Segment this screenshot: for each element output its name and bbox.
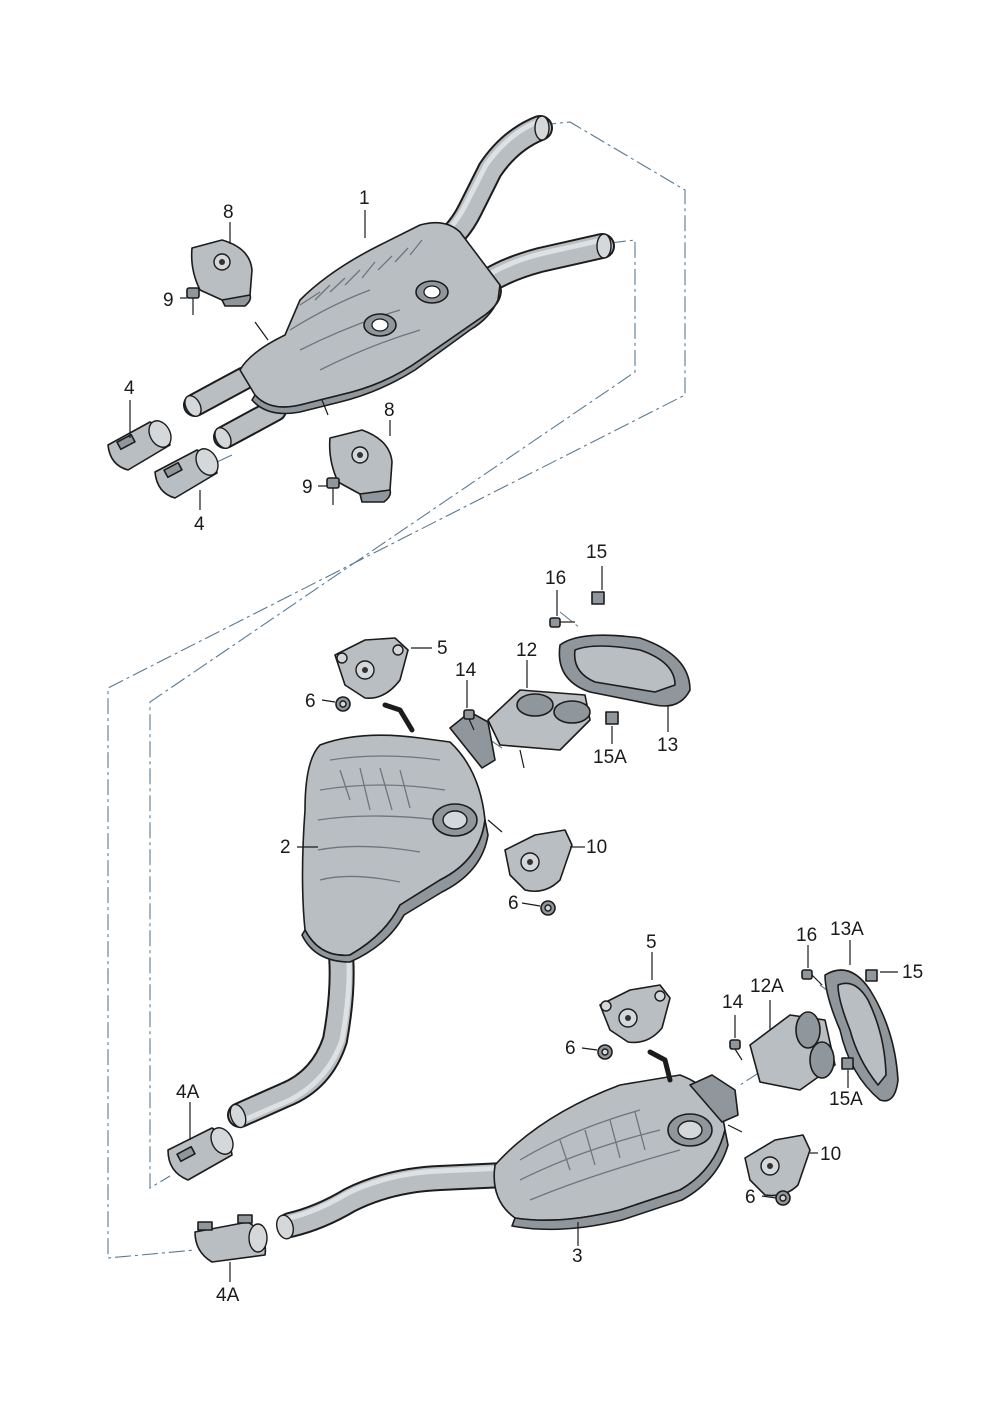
clip-15-left: [591, 591, 605, 605]
label-2: 2: [280, 837, 291, 858]
label-4-lower: 4: [194, 514, 205, 535]
label-5-right: 5: [646, 932, 657, 953]
mount-10-right: [744, 1134, 811, 1197]
label-6-left-upper: 6: [305, 691, 316, 712]
nut-6-right-lower: [775, 1190, 791, 1206]
label-9-upper: 9: [163, 290, 174, 311]
centre-silencer-body: [239, 221, 502, 408]
rubber-mount-8-lower: [328, 429, 393, 503]
label-3: 3: [572, 1246, 583, 1267]
label-15-left: 15: [586, 542, 607, 563]
rear-silencer-left-assembly: [227, 702, 503, 1129]
rear-silencer-right-body: [493, 1074, 726, 1221]
rubber-mount-8-upper: [190, 239, 253, 307]
label-15-right: 15: [902, 962, 923, 983]
clamp-4-lower: [154, 448, 219, 499]
nut-6-left-lower: [540, 900, 556, 916]
tailpipe-12: [487, 689, 591, 769]
label-16-right: 16: [796, 925, 817, 946]
label-5-left: 5: [437, 638, 448, 659]
bolt-9-upper: [186, 287, 200, 315]
bolt-14-left: [463, 709, 475, 731]
label-4-upper: 4: [124, 378, 135, 399]
mount-5-right: [599, 984, 671, 1044]
part-labels: 1 8 9 4 8 9 4 15 16 5 12 14 6 13 15A 2 1…: [124, 188, 923, 1306]
label-15A-left: 15A: [593, 747, 627, 768]
bolt-16-right: [801, 969, 823, 986]
nut-6-right-upper: [597, 1044, 613, 1060]
label-1: 1: [359, 188, 370, 209]
clip-15A-left: [605, 711, 619, 725]
label-6-right-lower: 6: [745, 1187, 756, 1208]
label-8-lower: 8: [384, 400, 395, 421]
mount-5-left: [334, 637, 409, 699]
label-10-right: 10: [820, 1144, 841, 1165]
trim-13A: [824, 969, 899, 1102]
bolt-14-right: [729, 1039, 743, 1061]
label-4A-upper: 4A: [176, 1082, 200, 1103]
clip-15A-right: [841, 1057, 854, 1070]
label-6-right-upper: 6: [565, 1038, 576, 1059]
trim-13: [558, 634, 691, 707]
mount-10-left: [504, 829, 573, 893]
label-9-lower: 9: [302, 477, 313, 498]
label-15A-right: 15A: [829, 1089, 863, 1110]
bolt-16-left: [549, 617, 575, 628]
label-16-left: 16: [545, 568, 566, 589]
label-14-right: 14: [722, 992, 744, 1013]
clamp-4A-upper: [167, 1127, 234, 1181]
label-4A-lower: 4A: [216, 1285, 240, 1306]
nut-6-left-upper: [335, 696, 351, 712]
label-8-upper: 8: [223, 202, 234, 223]
label-14-left: 14: [455, 660, 477, 681]
tailpipe-12A: [749, 1011, 836, 1091]
clamp-4A-lower: [194, 1214, 268, 1263]
label-13A: 13A: [830, 919, 864, 940]
label-13: 13: [657, 735, 678, 756]
label-10-left: 10: [586, 837, 607, 858]
leader-lines: [129, 210, 898, 1282]
label-6-left-lower: 6: [508, 893, 519, 914]
label-12: 12: [516, 640, 537, 661]
clip-15-right: [865, 969, 878, 982]
centre-silencer-assembly: [183, 115, 615, 449]
label-12A: 12A: [750, 976, 784, 997]
bolt-9-lower: [326, 477, 340, 505]
rear-silencer-right-assembly: [275, 1049, 743, 1240]
clamp-4-upper: [107, 420, 172, 471]
